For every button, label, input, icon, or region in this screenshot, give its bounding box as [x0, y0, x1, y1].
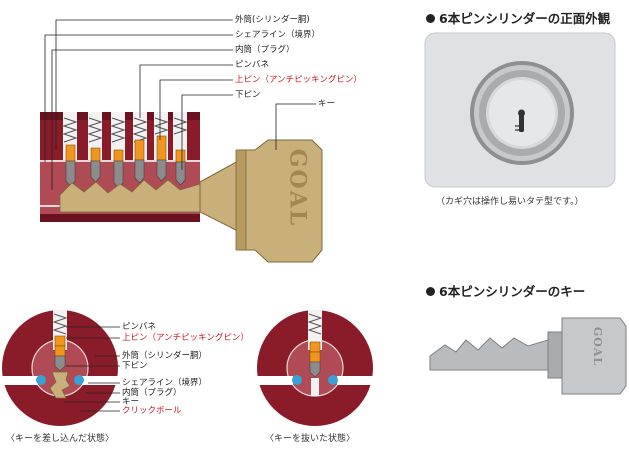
front-view-title: 6本ピンシリンダーの正面外観	[426, 8, 610, 27]
cs-label-outer-cylinder: 外筒（シリンダー胴）	[122, 351, 208, 361]
cs-label-click-ball: クリックボール	[122, 406, 182, 416]
cs-label-shear-line: シェアライン（境界）	[122, 378, 208, 388]
cross-section-removed	[257, 310, 373, 426]
bullet-icon	[426, 14, 435, 23]
cs-label-upper-pin: 上ピン（アンチピッキングピン）	[122, 333, 249, 343]
label-shear-line: シェアライン（境界）	[235, 30, 321, 40]
caption-key-inserted: 〈キーを差し込んだ状態〉	[6, 434, 115, 444]
key-photo	[429, 317, 627, 395]
cs-label-key: キー	[122, 397, 140, 407]
front-view-caption: （カギ穴は操作し易いタテ型です。）	[436, 197, 584, 207]
label-outer-cylinder: 外筒(シリンダー胴)	[235, 15, 310, 25]
label-upper-pin: 上ピン（アンチピッキングピン）	[235, 75, 362, 85]
pin-springs	[62, 117, 188, 143]
front-view-photo	[424, 32, 616, 188]
bullet-icon	[426, 287, 435, 296]
cross-leader-lines	[64, 326, 120, 412]
cylinder-housing	[40, 112, 201, 222]
main-key-brand: GOAL	[284, 148, 311, 228]
cs-label-pin-spring: ピンバネ	[122, 322, 157, 332]
cross-section-inserted	[2, 310, 118, 426]
label-pin-spring: ピンバネ	[235, 60, 270, 70]
caption-key-removed: 〈キーを抜いた状態〉	[265, 434, 356, 444]
key-view-title: 6本ピンシリンダーのキー	[426, 281, 585, 300]
main-leader-lines	[44, 19, 316, 190]
cs-label-plug: 内筒（プラグ）	[122, 388, 182, 398]
label-plug: 内筒（プラグ）	[235, 45, 295, 55]
cs-label-lower-pin: 下ピン	[122, 361, 148, 371]
label-lower-pin: 下ピン	[235, 90, 261, 100]
key-bow	[199, 139, 323, 263]
lower-pins	[65, 159, 186, 189]
label-key: キー	[318, 99, 336, 109]
key-photo-brand: GOAL	[591, 326, 605, 367]
